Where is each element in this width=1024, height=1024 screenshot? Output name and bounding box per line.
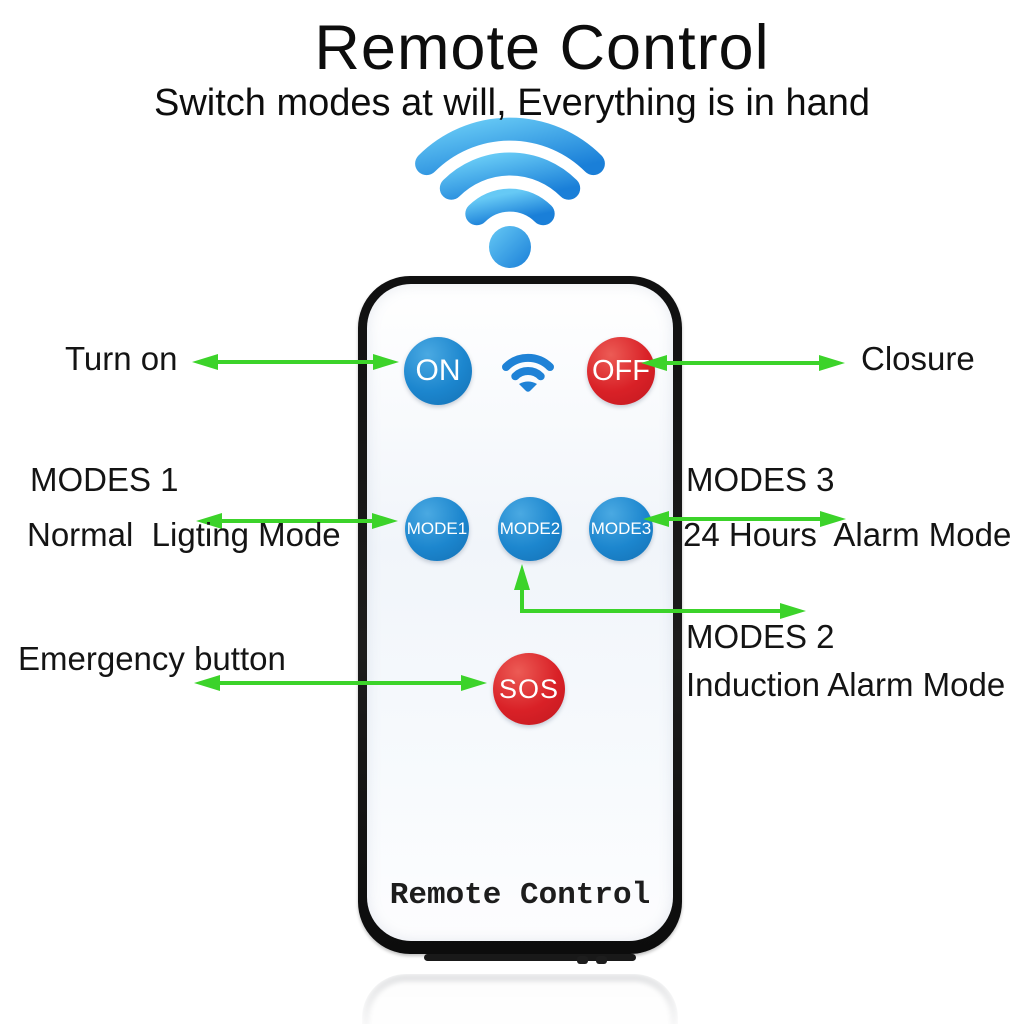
off-button[interactable]: OFF: [587, 337, 655, 405]
closure-label: Closure: [861, 340, 975, 377]
sos-button-label: SOS: [498, 673, 560, 704]
modes2-description: Induction Alarm Mode: [686, 666, 1006, 703]
remote-wifi-icon: [502, 353, 554, 392]
modes1-title: MODES 1: [30, 461, 179, 498]
emergency-button-label: Emergency button: [18, 640, 286, 677]
mode3-button[interactable]: MODE3: [589, 497, 653, 561]
modes1-description: Normal Ligting Mode: [27, 516, 341, 553]
page-title: Remote Control: [314, 13, 770, 83]
off-button-label: OFF: [592, 354, 650, 387]
remote-face: ON OFF MODE1 MODE2 MODE3 SOS Remote: [367, 284, 673, 941]
sos-button[interactable]: SOS: [493, 653, 565, 725]
modes3-title: MODES 3: [686, 461, 835, 498]
mode1-button-label: MODE1: [406, 519, 468, 538]
remote-brand-text: Remote Control: [389, 878, 651, 913]
mode2-button-label: MODE2: [499, 519, 561, 538]
modes2-title: MODES 2: [686, 618, 835, 655]
on-button[interactable]: ON: [404, 337, 472, 405]
remote-reflection: [362, 974, 678, 1024]
mode2-button[interactable]: MODE2: [498, 497, 562, 561]
remote-bottom-notch: [596, 956, 607, 964]
remote-bottom-edge: [424, 954, 636, 961]
turn-on-label: Turn on: [65, 340, 178, 377]
page-subtitle: Switch modes at will, Everything is in h…: [154, 82, 870, 124]
mode3-button-label: MODE3: [590, 519, 652, 538]
wifi-signal-icon: [415, 117, 605, 268]
modes3-description: 24 Hours Alarm Mode: [683, 516, 1012, 553]
mode1-button[interactable]: MODE1: [405, 497, 469, 561]
on-button-label: ON: [415, 354, 461, 387]
remote-control-device: ON OFF MODE1 MODE2 MODE3 SOS Remote: [358, 276, 682, 954]
remote-bottom-notch: [577, 956, 588, 964]
